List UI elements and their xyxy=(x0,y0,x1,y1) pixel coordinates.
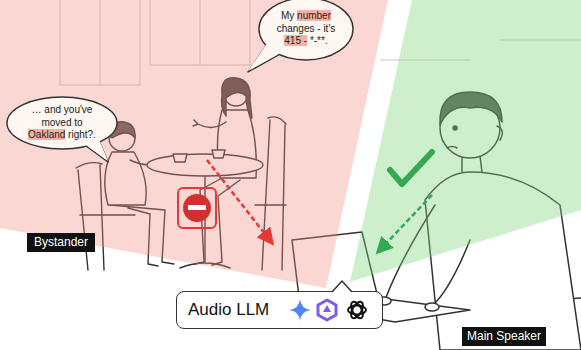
gemini-logo xyxy=(289,299,311,321)
highlighted-text: Oakland xyxy=(28,129,65,140)
plain-text: *-**. xyxy=(307,35,328,46)
speech-bubble: … and you've moved to Oakland right?. xyxy=(6,96,118,150)
blocked-audio-arrow xyxy=(207,160,272,243)
role-label: Main Speaker xyxy=(462,327,546,346)
bubble-tail xyxy=(82,138,108,162)
bubble-body xyxy=(7,97,117,149)
bubble-joint xyxy=(248,39,282,71)
highlighted-text: 415 - xyxy=(284,35,307,46)
accepted-audio-arrow xyxy=(378,195,432,252)
plain-text: … and you've moved to xyxy=(32,104,93,128)
openai-logo xyxy=(348,300,366,320)
stop-sign xyxy=(183,194,211,222)
speaker-zone xyxy=(350,0,581,282)
callout-gap xyxy=(333,290,351,293)
model-name: Audio LLM xyxy=(188,292,382,327)
plain-text: Bystander xyxy=(34,235,88,249)
qwen-logo-core xyxy=(323,305,331,312)
openai-petal xyxy=(349,300,366,320)
stop-sign-frame xyxy=(178,188,216,228)
speech-bubble: My number changes - it's 415 - *-**. xyxy=(258,0,354,60)
model-callout: Audio LLM xyxy=(176,291,383,329)
role-name: Bystander xyxy=(27,233,95,252)
stop-bar xyxy=(188,205,206,210)
openai-petal xyxy=(348,306,366,315)
speaker-hand xyxy=(425,303,439,311)
plain-text: My xyxy=(281,10,297,21)
openai-petal xyxy=(349,300,366,320)
speech-text: … and you've moved to Oakland right?. xyxy=(25,104,99,142)
role-name: Main Speaker xyxy=(462,327,546,346)
speech-text: My number changes - it's 415 - *-**. xyxy=(274,10,338,48)
highlighted-text: number xyxy=(297,10,331,21)
qwen-logo xyxy=(318,300,336,320)
plain-text: Audio LLM xyxy=(188,300,269,319)
bubble-joint xyxy=(82,137,108,161)
role-label: Bystander xyxy=(27,233,95,252)
plain-text: changes - it's xyxy=(277,23,336,34)
plain-text: right?. xyxy=(65,129,96,140)
check-mark xyxy=(390,152,432,184)
callout-pointer xyxy=(332,281,352,292)
plain-text: Main Speaker xyxy=(467,329,541,343)
